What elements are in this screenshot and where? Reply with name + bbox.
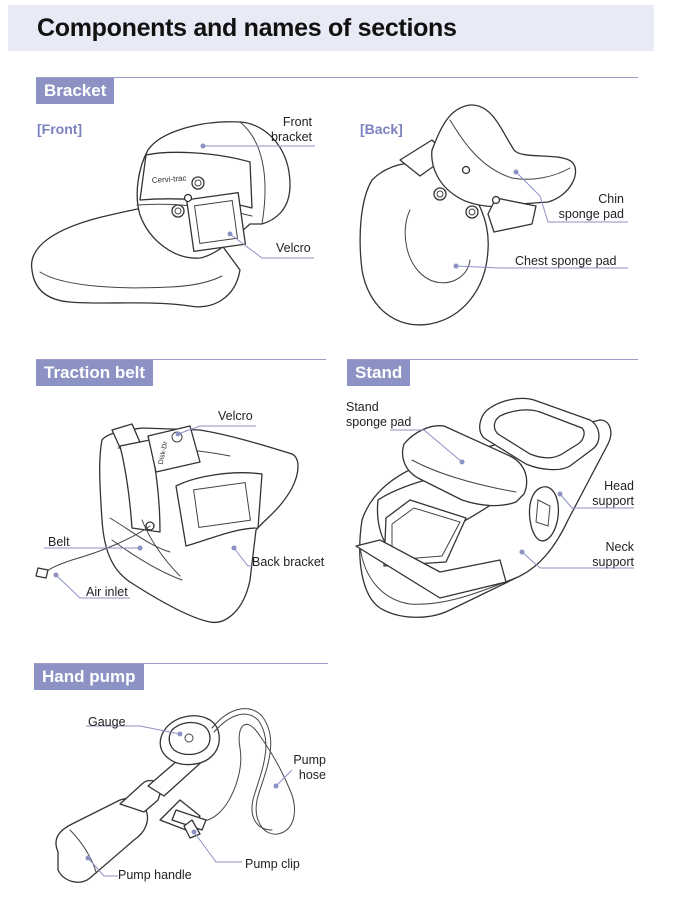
- front-bracket-illustration: Cervi-trac: [30, 121, 315, 308]
- label-front-bracket: Front bracket: [271, 115, 312, 144]
- traction-belt-section-rule: [36, 359, 326, 360]
- label-neck-support: Neck support: [592, 540, 634, 569]
- page-title-bar: Components and names of sections: [8, 5, 654, 51]
- front-bracket-logo: Cervi-trac: [152, 174, 187, 185]
- stand-section-rule: [347, 359, 638, 360]
- hand-pump-illustration: [55, 708, 295, 883]
- label-air-inlet: Air inlet: [86, 585, 128, 599]
- front-view-label: [Front]: [37, 121, 83, 137]
- stand-illustration: [355, 397, 634, 618]
- label-pump-clip: Pump clip: [245, 857, 300, 871]
- traction-belt-section-heading: Traction belt: [36, 360, 154, 386]
- label-belt: Belt: [48, 535, 70, 549]
- label-chest-sponge-pad: Chest sponge pad: [515, 254, 617, 268]
- label-pump-hose: Pump hose: [293, 753, 326, 782]
- hand-pump-section-rule: [34, 663, 328, 664]
- label-velcro-front: Velcro: [276, 241, 311, 255]
- label-head-support: Head support: [592, 479, 634, 508]
- hand-pump-section-heading: Hand pump: [34, 664, 144, 690]
- label-chin-sponge-pad: Chin sponge pad: [558, 192, 624, 221]
- traction-belt-illustration: Disk-Dr: [35, 423, 299, 623]
- page-title: Components and names of sections: [37, 14, 457, 42]
- back-bracket-illustration: [359, 104, 628, 326]
- stand-section-heading: Stand: [347, 360, 411, 386]
- label-back-bracket: Back bracket: [252, 555, 325, 569]
- traction-belt-logo: Disk-Dr: [158, 440, 170, 465]
- label-pump-handle: Pump handle: [118, 868, 192, 882]
- bracket-section-heading: Bracket: [36, 78, 115, 104]
- label-gauge: Gauge: [88, 715, 126, 729]
- back-view-label: [Back]: [360, 121, 403, 137]
- bracket-section-rule: [36, 77, 638, 78]
- label-stand-sponge-pad: Stand sponge pad: [346, 400, 412, 429]
- label-velcro-belt: Velcro: [218, 409, 253, 423]
